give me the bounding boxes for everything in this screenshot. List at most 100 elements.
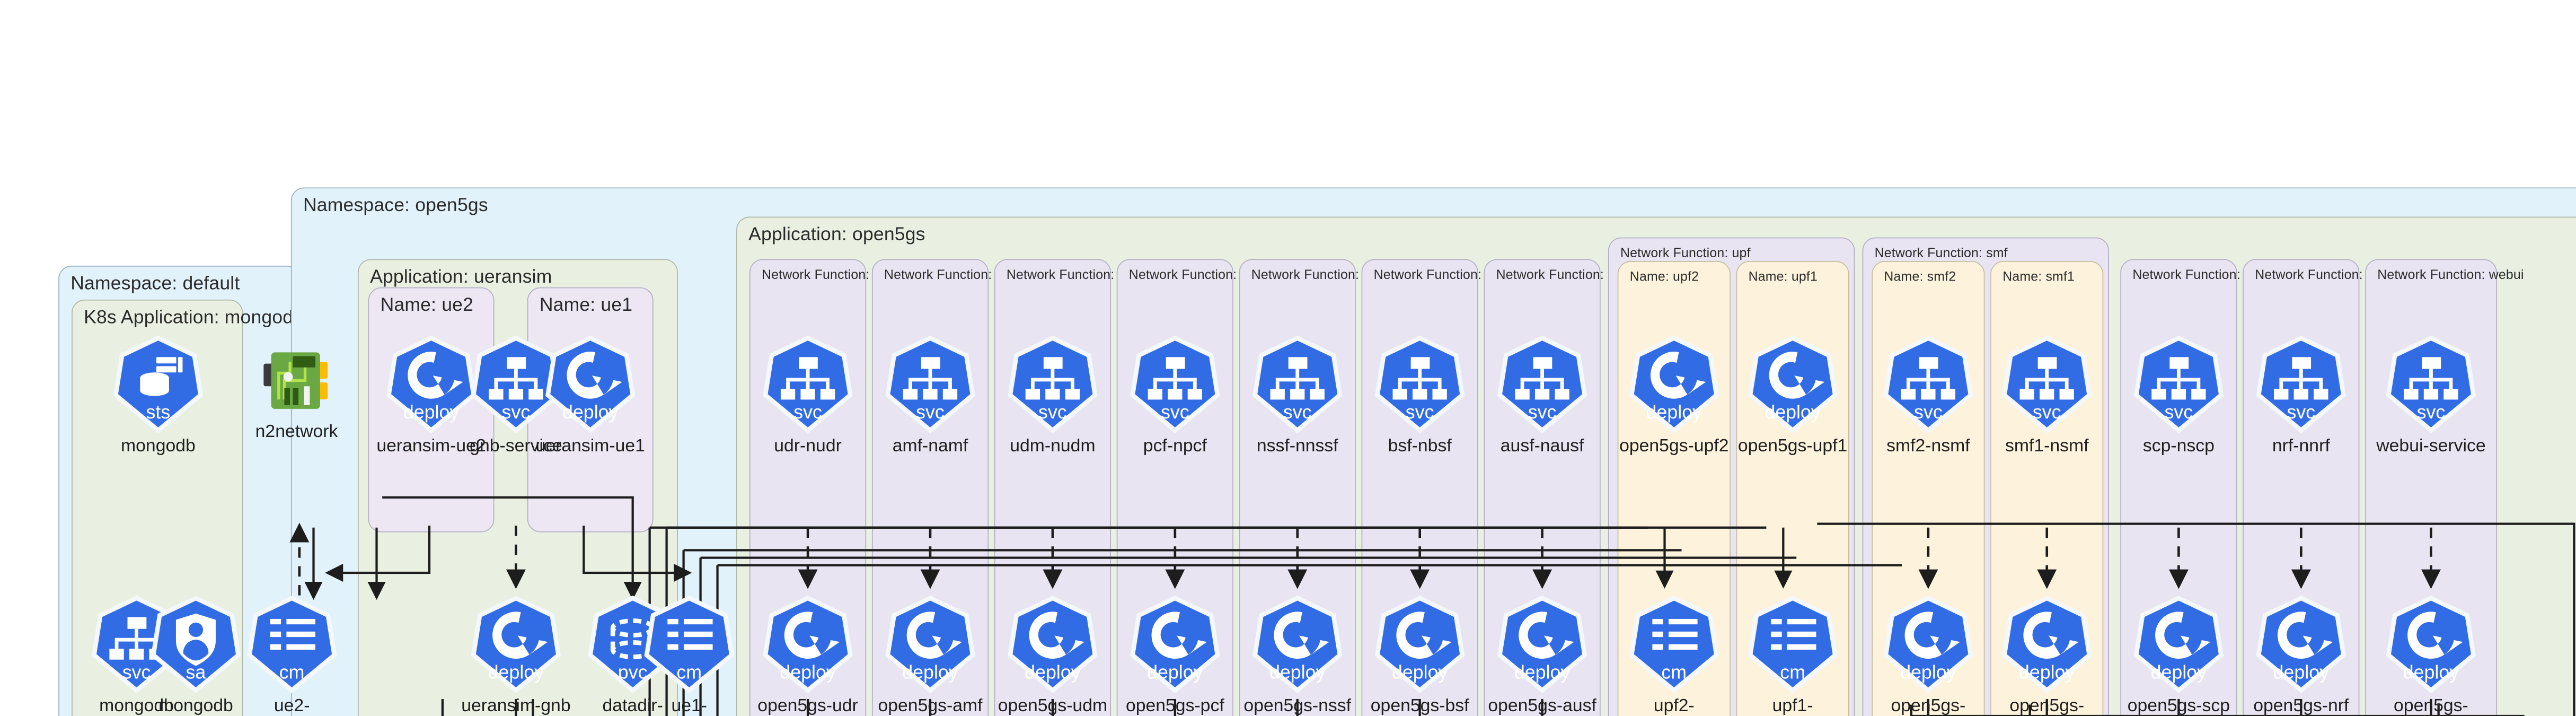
sts-icon: sts [113, 335, 204, 433]
node-label: udr-nudr [774, 436, 842, 456]
node-label: ueransim-gnb [461, 696, 571, 716]
svc-icon: svc [1008, 335, 1098, 433]
node-scp-svc[interactable]: svc scp-nscp [2122, 335, 2235, 456]
deploy-glyph-text: deploy [1147, 661, 1203, 683]
node-label: open5gs-smf1 [2009, 696, 2085, 716]
node-label: open5gs-upf1 [1737, 436, 1848, 456]
deploy-glyph-text: deploy [1900, 661, 1956, 683]
node-udm-svc[interactable]: svc udm-nudm [996, 335, 1109, 456]
node-mongodb-sts[interactable]: sts mongodb [102, 335, 215, 456]
svc-glyph-text: svc [2287, 401, 2315, 423]
node-nrf-svc[interactable]: svc nrf-nnrf [2245, 335, 2358, 456]
node-ueransim-gnb-deploy[interactable]: deploy ueransim-gnb [460, 596, 572, 716]
node-label: pcf-npcf [1143, 436, 1207, 456]
deploy-glyph-text: deploy [488, 661, 544, 683]
svc-icon: svc [2001, 335, 2092, 433]
node-label: open5gs-pcf [1125, 696, 1224, 716]
deploy-icon: deploy [471, 596, 561, 694]
node-pcf-deploy[interactable]: deploy open5gs-pcf [1118, 596, 1231, 716]
node-label: open5gs-udr [757, 696, 858, 716]
svc-glyph-text: svc [1914, 401, 1943, 423]
deploy-icon: deploy [885, 596, 976, 694]
svc-icon: svc [1883, 335, 1974, 433]
node-label: bsf-nbsf [1388, 436, 1452, 456]
deploy-glyph-text: deploy [2019, 661, 2075, 683]
node-ueransim-ue2-deploy[interactable]: deploy ueransim-ue2 [375, 335, 488, 456]
svc-glyph-text: svc [916, 401, 945, 423]
nf-udr-label: Network Function: udr [762, 266, 893, 282]
svc-glyph-text: svc [502, 401, 531, 423]
deploy-icon: deploy [1008, 596, 1098, 694]
node-label: gnb-service [470, 436, 562, 456]
node-smf2-svc[interactable]: svc smf2-nsmf [1872, 335, 1984, 456]
node-nrf-deploy[interactable]: deploy open5gs-nrf [2245, 596, 2358, 716]
node-amf-svc[interactable]: svc amf-namf [874, 335, 986, 456]
deploy-icon: deploy [1629, 335, 1719, 433]
node-ausf-deploy[interactable]: deploy open5gs-ausf [1486, 596, 1599, 716]
sts-glyph-text: sts [146, 401, 171, 423]
node-mongodb-sa[interactable]: sa mongodb [139, 596, 252, 716]
deploy-icon: deploy [1252, 596, 1343, 694]
node-label: webui-service [2376, 436, 2486, 456]
node-upf2-configmap[interactable]: cm upf2-configmap [1618, 596, 1731, 716]
node-webui-deploy[interactable]: deploy open5gs-webui [2375, 596, 2487, 716]
node-upf1-deploy[interactable]: deploy open5gs-upf1 [1736, 335, 1849, 456]
cm-icon: cm [246, 596, 337, 694]
node-ueransim-ue1-deploy[interactable]: deploy ueransim-ue1 [534, 335, 647, 456]
node-smf1-svc[interactable]: svc smf1-nsmf [1990, 335, 2103, 456]
nf-webui-label: Network Function: webui [2377, 266, 2524, 282]
node-label: upf2-configmap [1653, 696, 1695, 716]
node-label: amf-namf [892, 436, 968, 456]
name-ue2-label: Name: ue2 [380, 294, 474, 316]
svc-icon: svc [1130, 335, 1221, 433]
node-pcf-svc[interactable]: svc pcf-npcf [1118, 335, 1231, 456]
node-amf-deploy[interactable]: deploy open5gs-amf [874, 596, 986, 716]
svc-glyph-text: svc [2033, 401, 2061, 423]
svc-glyph-text: svc [1406, 401, 1434, 423]
node-bsf-deploy[interactable]: deploy open5gs-bsf [1363, 596, 1476, 716]
deploy-glyph-text: deploy [2273, 661, 2330, 683]
node-gnb-service-svc[interactable]: svc gnb-service [460, 335, 572, 456]
node-nssf-deploy[interactable]: deploy open5gs-nssf [1241, 596, 1354, 716]
deploy-glyph-text: deploy [1765, 401, 1821, 423]
node-ue2-configmap[interactable]: cm ue2-configmap -d6bmm567df [235, 596, 348, 716]
node-upf2-deploy[interactable]: deploy open5gs-upf2 [1618, 335, 1731, 456]
cm-glyph-text: cm [1780, 661, 1805, 683]
svc-icon: svc [1374, 335, 1465, 433]
node-smf2-deploy[interactable]: deploy open5gs-smf2 [1872, 596, 1984, 716]
node-label: open5gs-upf2 [1619, 436, 1729, 456]
node-n2network[interactable]: n2network [235, 335, 358, 442]
deploy-glyph-text: deploy [1025, 661, 1081, 683]
deploy-icon: deploy [1374, 596, 1465, 694]
node-udm-deploy[interactable]: deploy open5gs-udm [996, 596, 1109, 716]
deploy-glyph-text: deploy [1646, 401, 1702, 423]
name-upf2-label: Name: upf2 [1629, 268, 1699, 284]
deploy-icon: deploy [1748, 335, 1838, 433]
node-ue1-configmap-right[interactable]: cm ue1-configmap -bf6k66264b [633, 596, 746, 716]
node-udr-deploy[interactable]: deploy open5gs-udr [752, 596, 864, 716]
svc-glyph-text: svc [2417, 401, 2446, 423]
deploy-icon: deploy [2133, 596, 2224, 694]
svc-glyph-text: svc [1161, 401, 1189, 423]
nf-bsf-label: Network Function: bsf [1373, 266, 1503, 282]
name-upf1-label: Name: upf1 [1748, 268, 1818, 284]
svc-glyph-text: svc [793, 401, 822, 423]
node-bsf-svc[interactable]: svc bsf-nbsf [1363, 335, 1476, 456]
node-label: open5gs-nssf [1243, 696, 1352, 716]
node-label: open5gs-amf [878, 696, 983, 716]
app-ueransim-label: Application: ueransim [370, 266, 552, 287]
cm-icon: cm [644, 596, 735, 694]
node-smf1-deploy[interactable]: deploy open5gs-smf1 [1990, 596, 2103, 716]
node-nssf-svc[interactable]: svc nssf-nnssf [1241, 335, 1354, 456]
node-label: ueransim-ue1 [535, 436, 645, 456]
cm-glyph-text: cm [279, 661, 305, 683]
node-label: ueransim-ue2 [376, 436, 486, 456]
node-label: smf1-nsmf [2005, 436, 2089, 456]
node-udr-svc[interactable]: svc udr-nudr [752, 335, 864, 456]
node-scp-deploy[interactable]: deploy open5gs-scp [2122, 596, 2235, 716]
svc-icon: svc [763, 335, 853, 433]
node-upf1-configmap[interactable]: cm upf1-configmap [1736, 596, 1849, 716]
svc-icon: svc [1252, 335, 1343, 433]
node-ausf-svc[interactable]: svc ausf-nausf [1486, 335, 1599, 456]
node-webui-svc[interactable]: svc webui-service [2375, 335, 2487, 456]
